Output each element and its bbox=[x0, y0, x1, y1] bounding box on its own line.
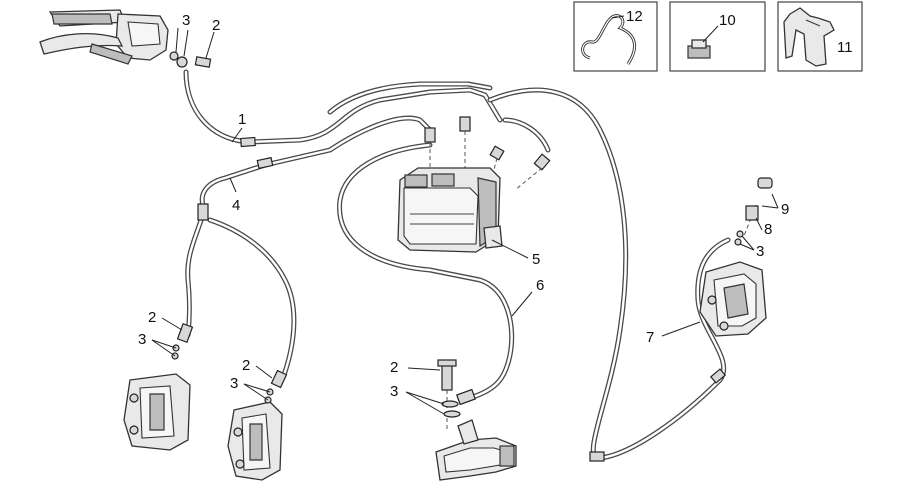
callout-8: 8 bbox=[764, 221, 772, 238]
inset-bracket-11: 11 bbox=[777, 1, 863, 72]
callout-3-mid-caliper: 3 bbox=[230, 375, 238, 392]
callout-2-master: 2 bbox=[212, 17, 220, 34]
callout-3-rear-master: 3 bbox=[390, 383, 398, 400]
callout-6: 6 bbox=[536, 277, 544, 294]
callout-3-rear-caliper: 3 bbox=[756, 243, 764, 260]
callout-5: 5 bbox=[532, 251, 540, 268]
front-master-cylinder bbox=[39, 9, 212, 68]
abs-unit bbox=[397, 167, 503, 253]
callout-2-rear-master: 2 bbox=[390, 359, 398, 376]
callout-2-mid-caliper: 2 bbox=[242, 357, 250, 374]
inset-hose-clip-12: 12 bbox=[573, 1, 658, 72]
callout-3-master: 3 bbox=[182, 12, 190, 29]
callout-1: 1 bbox=[238, 111, 246, 128]
hose-fittings bbox=[176, 116, 727, 462]
rear-master-cylinder bbox=[435, 359, 517, 481]
callout-2-left-caliper: 2 bbox=[148, 309, 156, 326]
inset-clip-10: 10 bbox=[669, 1, 766, 72]
callout-9: 9 bbox=[781, 201, 789, 218]
callout-7: 7 bbox=[646, 329, 654, 346]
right-front-caliper bbox=[227, 388, 283, 481]
callout-12: 12 bbox=[626, 8, 643, 25]
callout-3-left-caliper: 3 bbox=[138, 331, 146, 348]
left-front-caliper bbox=[123, 344, 191, 451]
callout-4: 4 bbox=[232, 197, 240, 214]
callout-11: 11 bbox=[837, 39, 853, 56]
rear-caliper bbox=[699, 177, 773, 337]
callout-10: 10 bbox=[719, 12, 736, 29]
